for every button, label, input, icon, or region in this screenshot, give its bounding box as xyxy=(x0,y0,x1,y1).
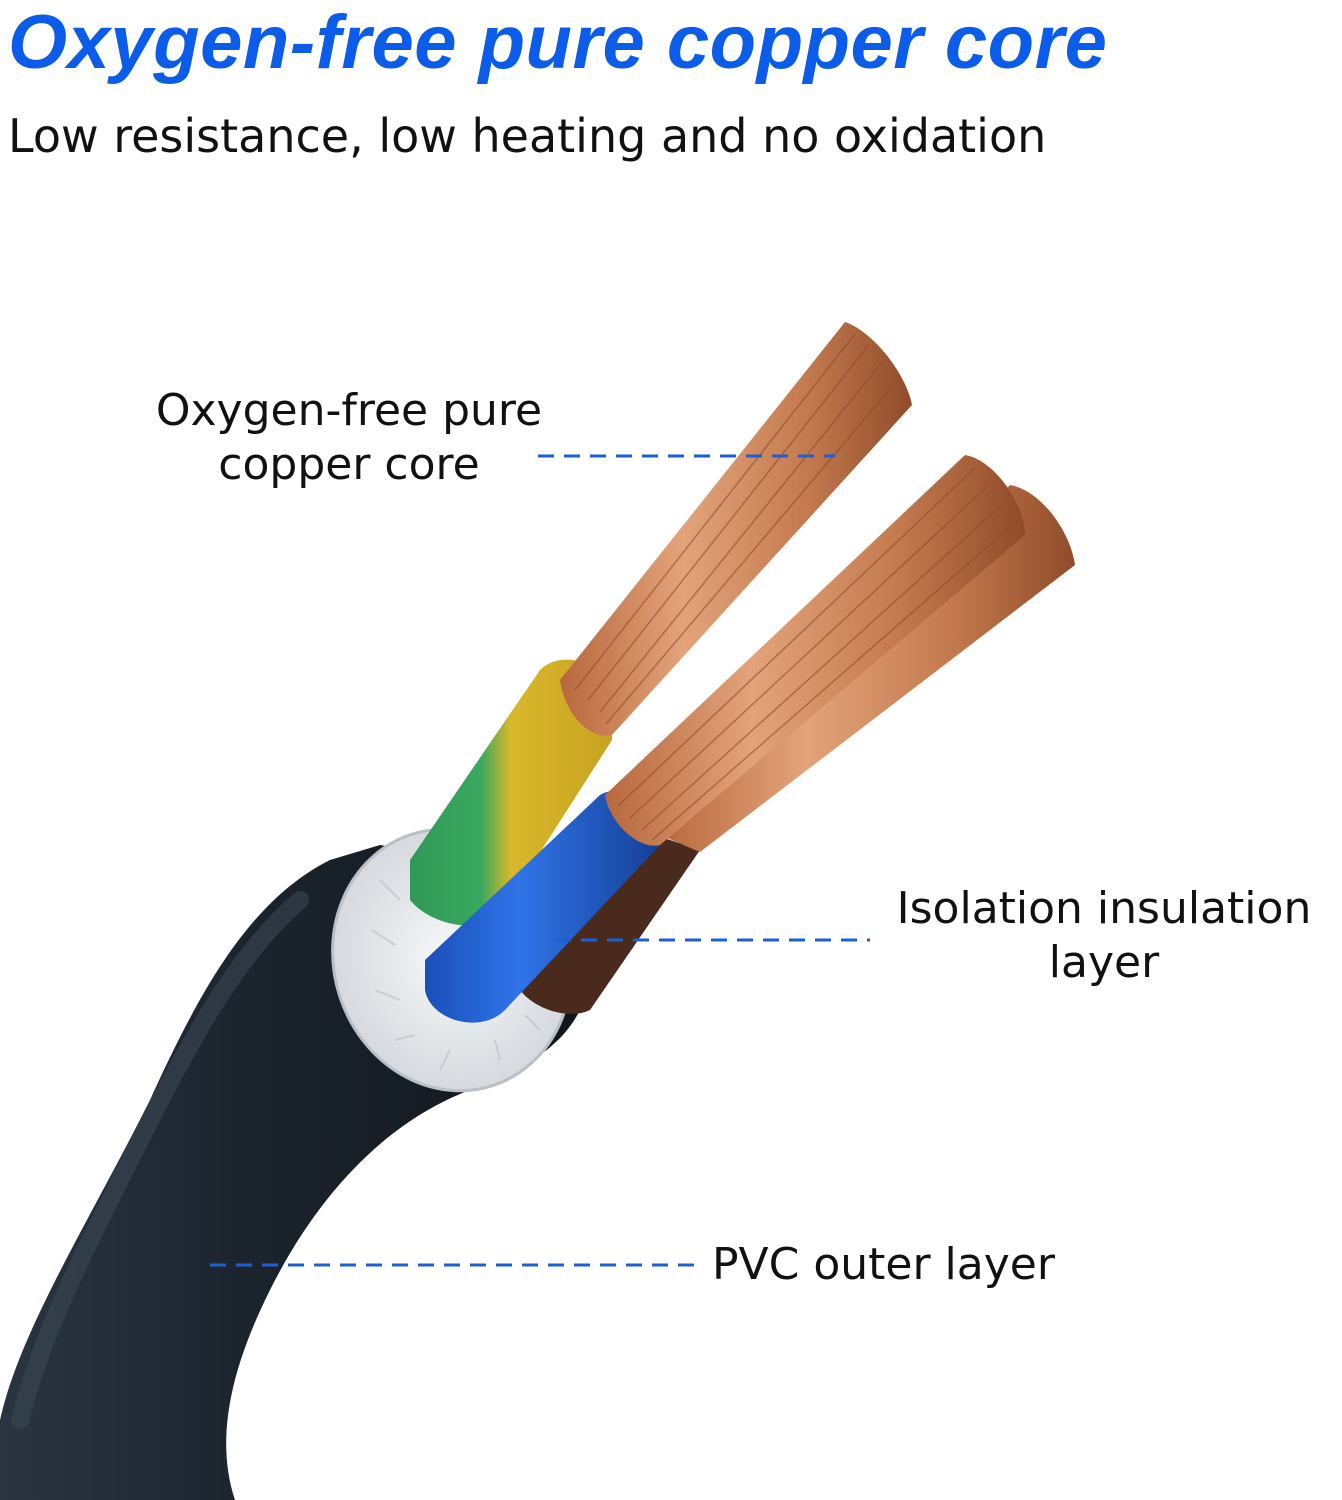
copper-core-label-line1: Oxygen-free pure xyxy=(155,385,543,436)
copper-core-callout: Oxygen-free pure copper core xyxy=(124,384,574,492)
insulation-label-line1: Isolation insulation xyxy=(896,883,1312,934)
insulation-callout: Isolation insulation layer xyxy=(866,882,1342,990)
ground-wire-strands xyxy=(574,333,897,725)
ground-wire-copper xyxy=(560,322,912,736)
brown-wire-insulation xyxy=(520,830,700,1014)
insulation-label-line2: layer xyxy=(1048,937,1160,988)
blue-wire-copper xyxy=(605,455,1025,846)
filler-texture xyxy=(371,879,549,1071)
page-subtitle: Low resistance, low heating and no oxida… xyxy=(8,109,1047,163)
pvc-callout: PVC outer layer xyxy=(712,1238,1055,1292)
ground-wire-insulation xyxy=(410,659,612,926)
pvc-jacket-highlight xyxy=(11,891,309,1429)
blue-wire-insulation xyxy=(425,791,660,1023)
page-title: Oxygen-free pure copper core xyxy=(8,0,1108,85)
blue-wire-strands xyxy=(617,467,1019,841)
pvc-label: PVC outer layer xyxy=(712,1239,1055,1290)
copper-core-label-line2: copper core xyxy=(218,439,480,490)
